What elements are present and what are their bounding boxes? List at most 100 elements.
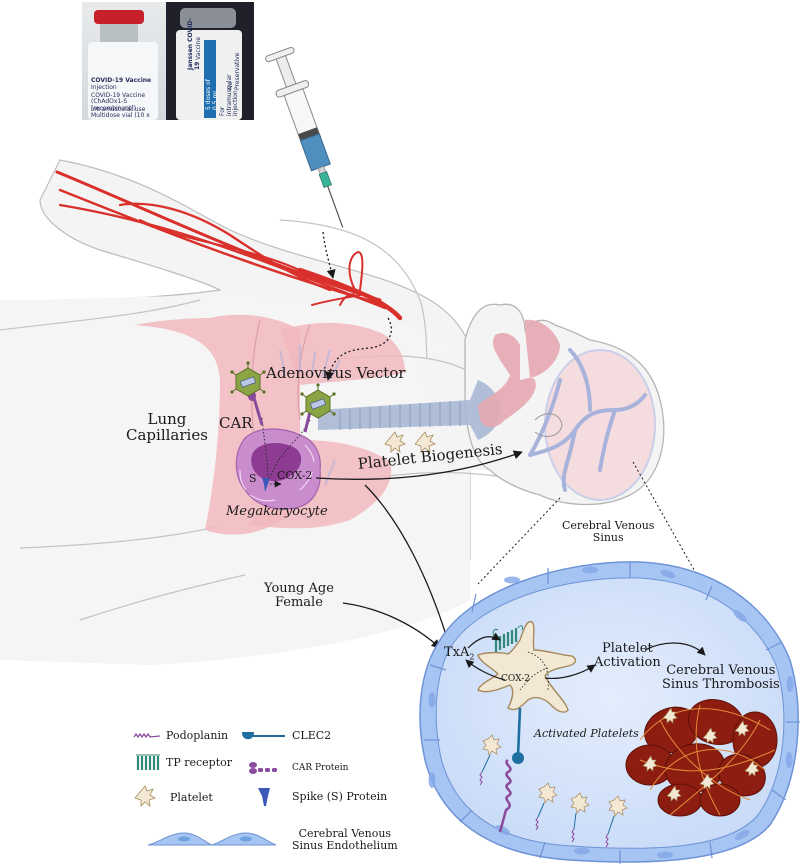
- clec2-stalk: [516, 707, 522, 757]
- zoom-line-right: [632, 461, 711, 599]
- vial-cap: [180, 8, 236, 28]
- platelet-icon: [538, 782, 558, 804]
- platelet-icon: [134, 785, 156, 807]
- platelet-icon: [414, 431, 436, 453]
- torso-outline-bottom: [19, 525, 221, 549]
- legend-endothelium: Cerebral Venous Sinus Endothelium: [292, 828, 398, 851]
- bound-platelet: [535, 782, 558, 831]
- endothelial-cell-borders: [424, 563, 800, 864]
- platelet-icon: [662, 707, 678, 724]
- endothelial-nuclei: [428, 566, 794, 859]
- trachea-tube: [318, 380, 500, 440]
- platelets-bloodstream: [384, 431, 436, 453]
- legend-icons: [133, 732, 285, 846]
- bound-platelet: [570, 792, 590, 843]
- syringe-plunger-rod: [275, 55, 297, 88]
- megakaryocyte-granules: [239, 444, 315, 502]
- label-cvst: Cerebral Venous Sinus Thrombosis: [662, 664, 780, 691]
- label-lung: Lung: [147, 410, 187, 428]
- needle-hub: [318, 171, 332, 188]
- label-cerebral-venous-sinus: Cerebral Venous Sinus: [562, 520, 654, 543]
- label-cerebral-venous-thrombosis-1: Cerebral Venous: [666, 663, 776, 678]
- car-protein-icon: [249, 762, 277, 774]
- lung-right-upper: [280, 322, 405, 385]
- label-car: CAR: [219, 414, 253, 432]
- vial-text: 5 doses of 0.5 mL: [205, 79, 219, 110]
- vial-text: COVID-19 Vaccine: [91, 77, 152, 84]
- platelet-icon: [570, 792, 590, 814]
- artery: [58, 188, 387, 307]
- vaccine-photo: COVID-19 Vaccine Injection COVID-19 Vacc…: [82, 2, 254, 120]
- vial-text: No Preservative: [227, 52, 241, 90]
- platelet-biogenesis-arrow: [315, 450, 523, 480]
- endothelium-icon: [147, 832, 277, 846]
- platelet-icon: [642, 755, 658, 772]
- syringe-liquid: [299, 133, 331, 172]
- platelet-icon: [699, 773, 715, 790]
- thrombus-platelets: [642, 707, 760, 802]
- artery-branch: [311, 293, 361, 306]
- tp-receptor-icon: [136, 754, 160, 770]
- torso-outline-top: [0, 299, 201, 331]
- activation-to-thrombosis-arrow: [644, 642, 706, 656]
- platelet-inner-dotted: [519, 651, 549, 691]
- jaw: [525, 319, 560, 378]
- adenovirus-particles: [230, 361, 336, 419]
- label-adenovirus-vector: Adenovirus Vector: [266, 364, 406, 382]
- cox2-to-activation-arrow: [544, 664, 596, 680]
- label-young-age-female: Young Age Female: [264, 582, 334, 609]
- cox2-to-txa2-inner-arrow: [465, 659, 506, 681]
- podoplanin-icon: [133, 732, 161, 739]
- artery: [139, 219, 311, 276]
- vial-body: COVID-19 Vaccine Injection COVID-19 Vacc…: [88, 42, 158, 120]
- vial-text: (ChAdOx1-S [recombinant]): [91, 98, 136, 112]
- arm-arteries: [55, 170, 403, 321]
- legend-platelet: Platelet: [170, 791, 213, 804]
- thrombus: [625, 699, 778, 817]
- car-to-s-path-2: [269, 419, 311, 479]
- clec2-icon: [241, 732, 285, 740]
- brain: [528, 348, 656, 501]
- legend-clec2: CLEC2: [292, 729, 332, 742]
- adenovirus-icon: [300, 383, 336, 419]
- legend-podoplanin: Podoplanin: [166, 729, 229, 742]
- platelet-icon: [702, 727, 718, 744]
- trachea-rings: [339, 401, 461, 430]
- ear: [534, 413, 563, 437]
- label-activation: Activation: [594, 654, 661, 670]
- platelet-icon: [734, 720, 750, 737]
- vial-body: Janssen COVID-19 Vaccine 5 doses of 0.5 …: [176, 18, 242, 120]
- label-activated-platelets: Activated Platelets: [534, 727, 639, 740]
- adenovirus-icon: [230, 361, 266, 397]
- syringe: [265, 46, 344, 228]
- throat: [478, 333, 536, 428]
- platelet-icon: [608, 795, 628, 817]
- vial-neck: [100, 24, 138, 42]
- txa2-to-tp-arrow: [467, 632, 501, 649]
- megakaryocyte-nucleus: [251, 443, 302, 482]
- label-cerebral-venous: Cerebral Venous: [562, 519, 655, 532]
- legend-endothelium-2: Sinus Endothelium: [292, 838, 398, 852]
- clec2-head: [512, 752, 524, 764]
- vial-text: COVID-19 Vaccine: [91, 92, 146, 99]
- label-young-age: Young Age: [264, 581, 334, 596]
- platelet-icon: [666, 785, 682, 802]
- label-sinus: Sinus: [592, 530, 624, 544]
- label-cox2-platelet: COX-2: [501, 674, 530, 684]
- vial-janssen: Janssen COVID-19 Vaccine 5 doses of 0.5 …: [168, 2, 254, 120]
- platelet-icon: [384, 431, 406, 453]
- artery: [55, 170, 382, 302]
- torso-outline-lower: [79, 574, 246, 621]
- label-txa-subscript: 2: [469, 652, 475, 662]
- spike-protein-icon: [262, 478, 270, 492]
- legend-endothelium-1: Cerebral Venous: [298, 827, 392, 840]
- artery-main: [297, 267, 403, 321]
- spike-protein-icon: [258, 788, 270, 806]
- label-capillaries: Capillaries: [126, 425, 208, 444]
- label-lung-capillaries: Lung Capillaries: [126, 410, 208, 444]
- cerebral-venous-sinus: [419, 561, 800, 864]
- label-txa2: TxA2: [444, 646, 474, 662]
- label-cox2-megakaryocyte: COX-2: [277, 469, 313, 482]
- vial-text: Injection: [91, 84, 117, 91]
